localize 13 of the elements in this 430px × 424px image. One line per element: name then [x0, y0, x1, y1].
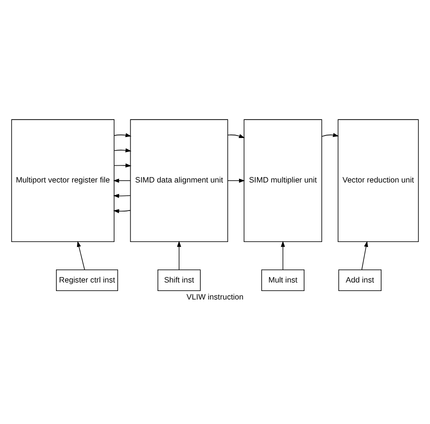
arrow	[227, 178, 245, 183]
arrow	[114, 133, 132, 138]
arrow	[280, 240, 285, 270]
arrow	[227, 134, 245, 138]
arrow	[322, 132, 339, 137]
arrow	[114, 163, 132, 168]
arrow	[113, 178, 131, 183]
arrow	[177, 240, 182, 270]
arrow	[114, 148, 132, 152]
arrow	[361, 240, 368, 270]
arrow	[76, 240, 85, 270]
arrow	[113, 209, 131, 214]
arrow	[113, 194, 131, 198]
